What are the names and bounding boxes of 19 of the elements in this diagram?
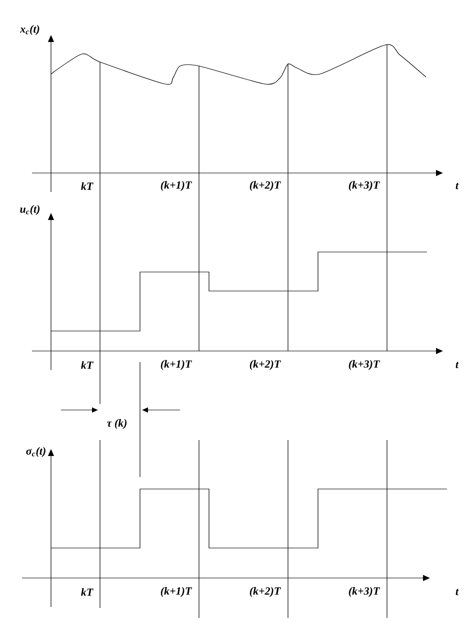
tick-label: (k+3)T (348, 181, 380, 191)
tick-label: (k+2)T (250, 181, 281, 191)
tick-label: (k+3)T (348, 360, 380, 370)
axis-label: t (456, 362, 459, 368)
tick-label: (k+1)T (160, 360, 192, 370)
tick-label: (k+3)T (348, 587, 380, 597)
axis-label: σ$_{c}$(t) (26, 447, 46, 457)
delay-label: τ (k) (107, 419, 127, 429)
tick-label: kT (81, 361, 94, 369)
axis-label: u$_{c}$(t) (20, 205, 40, 215)
tick-label: (k+2)T (250, 360, 281, 370)
axis-label: t (456, 182, 459, 190)
tick-label: kT (81, 182, 94, 190)
tick-label: (k+1)T (160, 587, 192, 597)
axis-label: x$_{c}$(t) (20, 25, 40, 35)
tick-label: kT (81, 588, 94, 596)
tick-label: (k+1)T (160, 181, 192, 191)
axis-label: t (456, 588, 459, 596)
tick-label: (k+2)T (250, 587, 281, 597)
